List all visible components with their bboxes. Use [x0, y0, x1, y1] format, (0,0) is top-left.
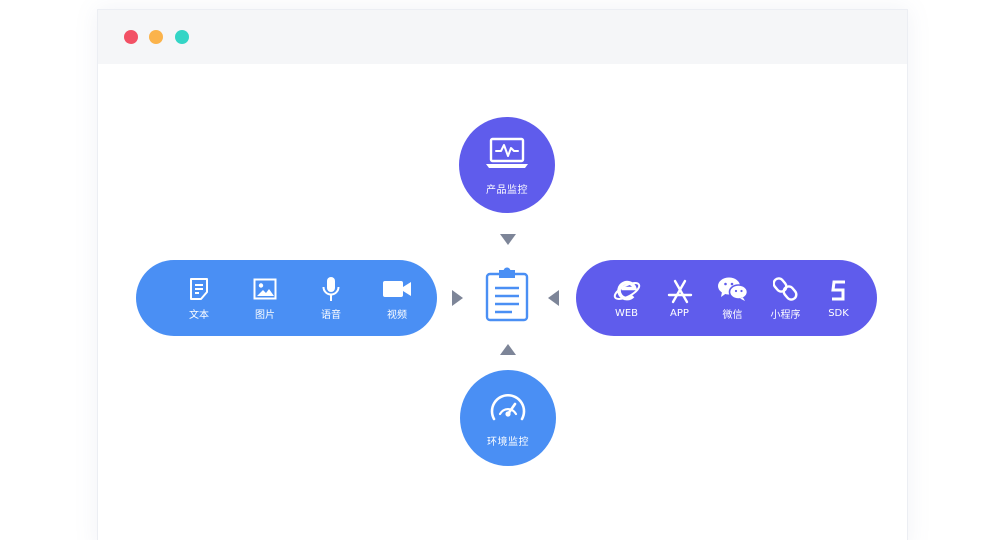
content-type-video-label: 视频: [387, 310, 407, 321]
sdk-icon: [829, 277, 849, 305]
channel-app: APP: [653, 272, 706, 324]
microphone-icon: [321, 275, 341, 303]
channel-web: WEB: [600, 272, 653, 324]
content-type-image: 图片: [232, 272, 298, 324]
environment-monitoring-label: 环境监控: [487, 437, 529, 448]
video-camera-icon: [382, 275, 412, 303]
ie-browser-icon: [612, 277, 642, 305]
content-type-voice-label: 语音: [321, 310, 341, 321]
channel-app-label: APP: [670, 308, 689, 319]
image-icon: [253, 275, 277, 303]
content-type-text-label: 文本: [189, 310, 209, 321]
content-types-group: 文本 图片 语音: [136, 260, 437, 336]
arrow-right-icon: [452, 290, 463, 306]
window-close-button[interactable]: [124, 30, 138, 44]
channel-mini-program-label: 小程序: [770, 310, 801, 321]
document-text-icon: [188, 275, 210, 303]
channels-group: WEB APP: [576, 260, 877, 336]
content-type-image-label: 图片: [255, 310, 275, 321]
channel-wechat: 微信: [706, 272, 759, 324]
arrow-down-icon: [500, 234, 516, 245]
environment-monitoring-node: 环境监控: [460, 370, 556, 466]
mini-program-link-icon: [772, 275, 799, 303]
arrow-up-icon: [500, 344, 516, 355]
product-monitoring-node: 产品监控: [459, 117, 555, 213]
arrow-left-icon: [548, 290, 559, 306]
app-store-icon: [666, 277, 694, 305]
channel-sdk-label: SDK: [828, 308, 849, 319]
content-type-text: 文本: [166, 272, 232, 324]
window-minimize-button[interactable]: [149, 30, 163, 44]
product-monitoring-label: 产品监控: [486, 185, 528, 196]
channel-sdk: SDK: [812, 272, 865, 324]
window-titlebar: [98, 10, 907, 64]
channel-wechat-label: 微信: [722, 310, 743, 321]
wechat-icon: [717, 275, 749, 303]
clipboard-list-icon: [482, 266, 532, 322]
laptop-pulse-icon: [483, 136, 531, 176]
speedometer-icon: [488, 390, 528, 428]
window-maximize-button[interactable]: [175, 30, 189, 44]
content-type-voice: 语音: [298, 272, 364, 324]
content-type-video: 视频: [364, 272, 430, 324]
channel-mini-program: 小程序: [759, 272, 812, 324]
channel-web-label: WEB: [614, 308, 639, 319]
